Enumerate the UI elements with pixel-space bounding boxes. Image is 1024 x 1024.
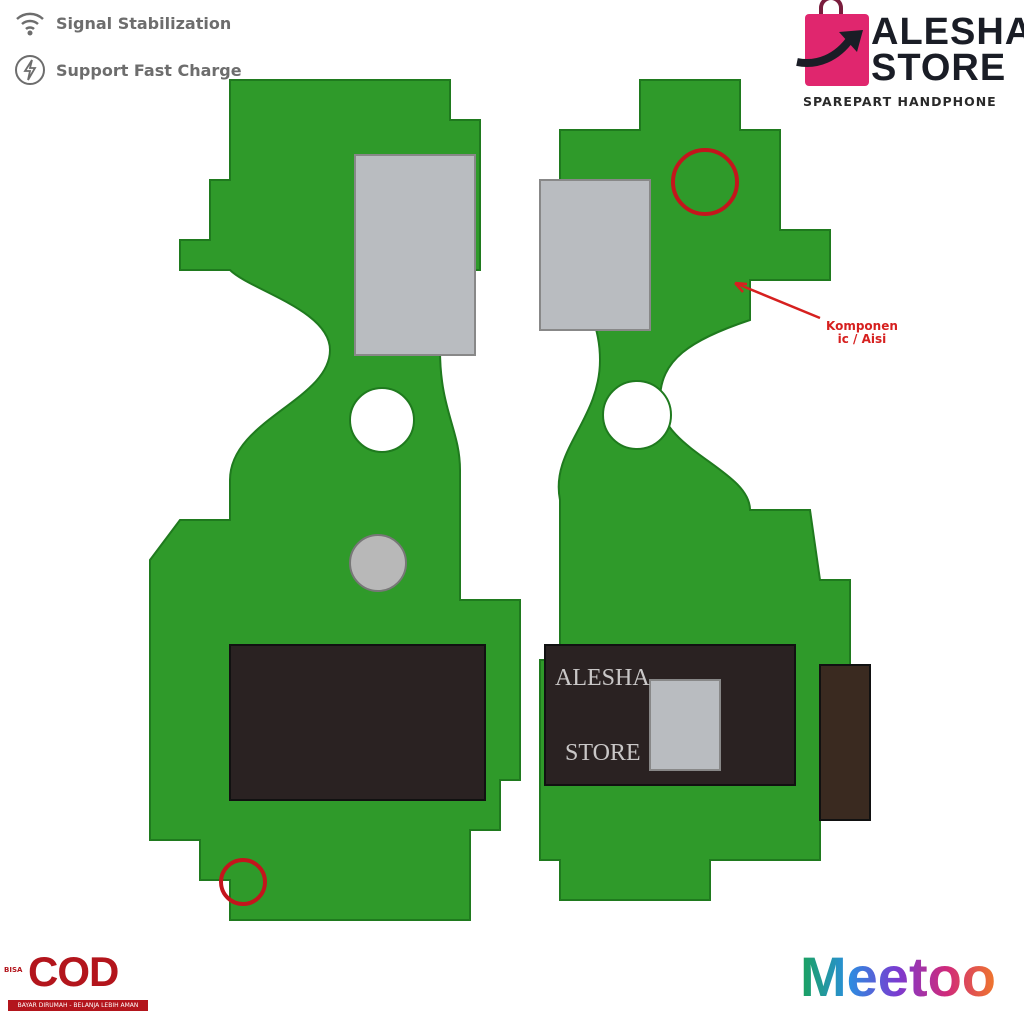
feature-label: Support Fast Charge xyxy=(56,60,242,80)
wifi-icon xyxy=(16,12,44,36)
shopping-bag-icon xyxy=(796,0,869,86)
watermark-line-2: STORE xyxy=(565,740,641,766)
feature-fast-charge: Support Fast Charge xyxy=(14,54,242,86)
component-annotation: Komponen ic / Aisi xyxy=(826,320,898,346)
brand-tagline: SPAREPART HANDPHONE xyxy=(803,94,997,109)
cod-badge: BISA xyxy=(4,966,23,974)
left-pcb-board xyxy=(149,79,521,921)
lightning-icon xyxy=(15,55,45,85)
watermark-line-1: ALESHA xyxy=(555,665,650,691)
annotation-line-1: Komponen xyxy=(826,319,898,333)
right-pcb-board xyxy=(539,79,871,901)
annotation-line-2: ic / Aisi xyxy=(837,332,887,346)
cod-logo: BISA COD BAYAR DIRUMAH - BELANJA LEBIH A… xyxy=(4,950,154,1016)
brand-name-1: ALESHA xyxy=(871,11,1024,53)
feature-signal: Signal Stabilization xyxy=(14,10,231,36)
meetoo-logo: Meetoo xyxy=(800,945,996,1008)
brand-name-2: STORE xyxy=(871,47,1007,89)
cod-title: COD xyxy=(28,948,119,995)
feature-label: Signal Stabilization xyxy=(56,13,232,33)
annotation-arrow xyxy=(734,281,821,320)
cod-strip: BAYAR DIRUMAH - BELANJA LEBIH AMAN xyxy=(8,1000,148,1011)
